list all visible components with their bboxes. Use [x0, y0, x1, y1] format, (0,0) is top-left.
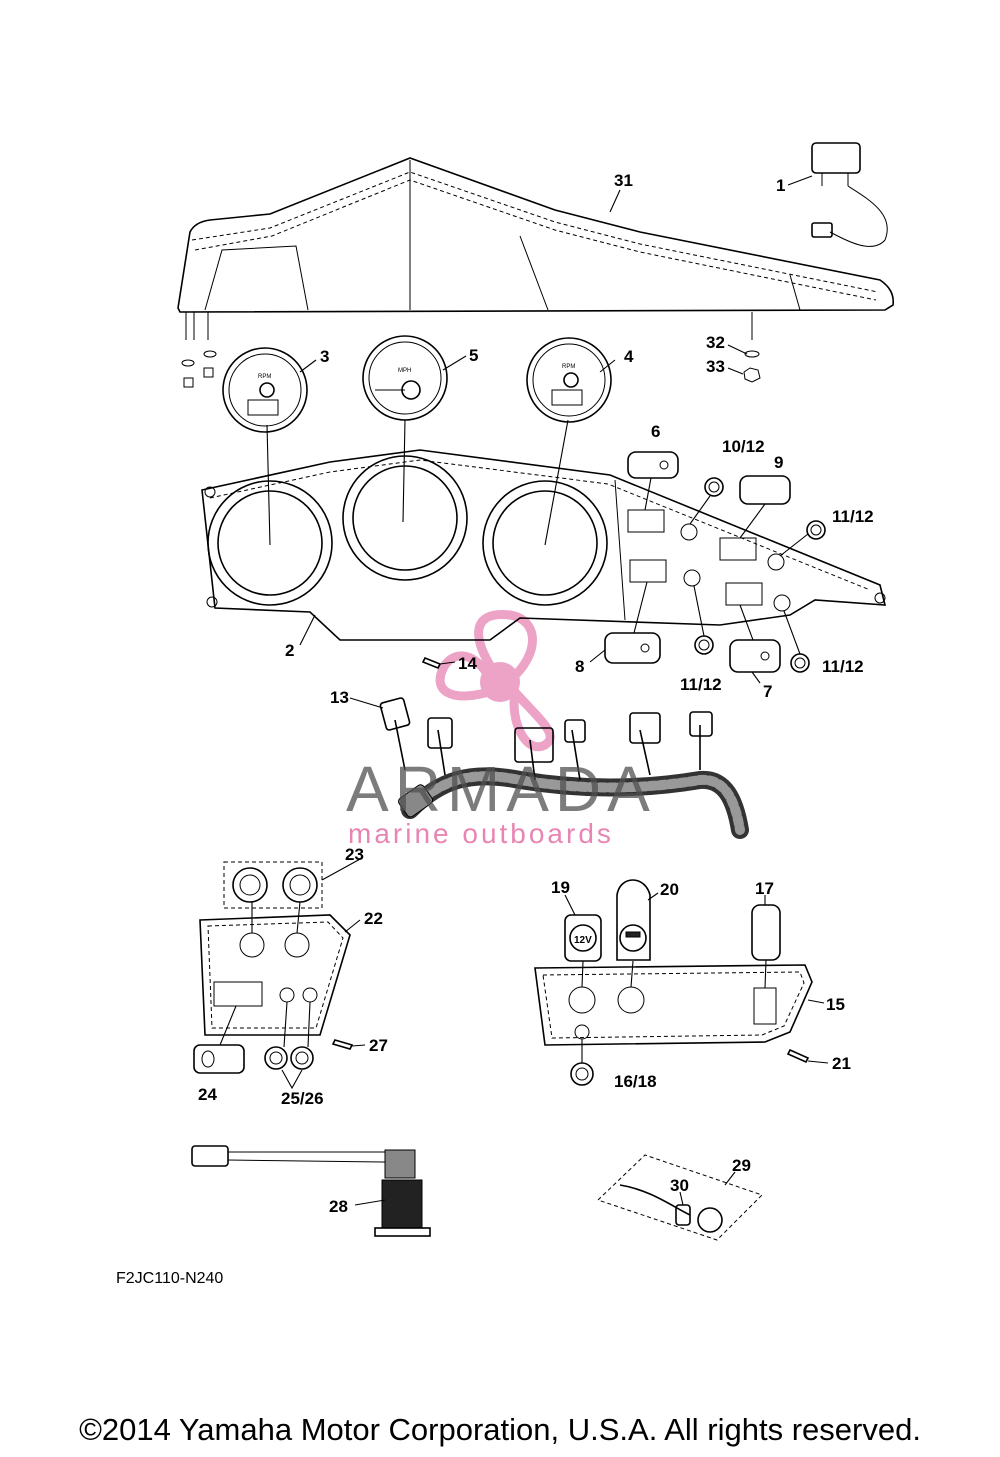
callout-32: 32: [706, 333, 725, 352]
tach-label-right: RPM: [562, 364, 575, 370]
callout-15: 15: [826, 995, 845, 1014]
screw-21: [786, 1048, 810, 1064]
depth-sensor-28: [191, 1145, 431, 1237]
outlet-label: 12V: [574, 935, 592, 946]
switch-6: [627, 451, 679, 479]
switch-7: [729, 639, 781, 673]
switch-9: [739, 475, 791, 505]
callout-29: 29: [732, 1156, 751, 1175]
callout-20: 20: [660, 880, 679, 899]
callout-labels: 1 2 3 4 5 6 7 8 9 10/12 11/12 11/12 11/1…: [198, 171, 874, 1216]
callout-16-18: 16/18: [614, 1072, 657, 1091]
diagram-code: F2JC110-N240: [116, 1270, 224, 1287]
callout-8: 8: [575, 657, 584, 676]
switch-17: [751, 904, 781, 961]
callout-11-12-b: 11/12: [680, 675, 722, 694]
callout-6: 6: [651, 422, 660, 441]
grommets-dash: [694, 477, 826, 673]
watermark-propeller-icon: [435, 609, 555, 752]
callout-leaders: [299, 175, 829, 1206]
callout-31: 31: [614, 171, 633, 190]
callout-33: 33: [706, 357, 725, 376]
console-cover: [177, 157, 895, 340]
wiring-harness: [379, 697, 749, 839]
callout-21: 21: [832, 1054, 851, 1073]
callout-22: 22: [364, 909, 383, 928]
watermark-brand-name: ARMADA: [346, 753, 656, 825]
callout-5: 5: [469, 346, 478, 365]
tach-label-left: RPM: [258, 374, 271, 380]
dash-panel: [201, 449, 887, 641]
tachometer-left: RPM: [222, 347, 308, 433]
speedo-label: MPH: [398, 368, 411, 374]
switch-8: [604, 632, 661, 664]
watermark-tagline: marine outboards: [348, 818, 614, 849]
callout-10-12: 10/12: [722, 437, 765, 456]
copyright-notice: ©2014 Yamaha Motor Corporation, U.S.A. A…: [79, 1412, 921, 1447]
callout-1: 1: [776, 176, 785, 195]
callout-11-12-a: 11/12: [832, 507, 874, 526]
callout-11-12-c: 11/12: [822, 657, 864, 676]
mount-hardware-left: [181, 350, 217, 388]
callout-9: 9: [774, 453, 783, 472]
callout-2: 2: [285, 641, 294, 660]
buzzer-part: [811, 142, 888, 247]
usb-outlet-20: [616, 879, 651, 961]
callout-7: 7: [763, 682, 772, 701]
side-panel-left: [199, 861, 351, 1036]
callout-27: 27: [369, 1036, 388, 1055]
tachometer-right: RPM: [526, 337, 612, 423]
outlet-12v: 12V: [564, 914, 602, 962]
callout-28: 28: [329, 1197, 348, 1216]
speedometer: MPH: [362, 335, 448, 421]
grommet-16-18: [570, 1062, 594, 1086]
callout-17: 17: [755, 879, 774, 898]
washer-nut-right: [743, 350, 761, 383]
screw-14: [421, 656, 442, 670]
screw-27: [331, 1039, 354, 1050]
callout-30: 30: [670, 1176, 689, 1195]
callout-14: 14: [458, 654, 477, 673]
callout-4: 4: [624, 347, 634, 366]
callout-24: 24: [198, 1085, 217, 1104]
callout-23: 23: [345, 845, 364, 864]
switch-24: [193, 1044, 245, 1074]
grommets-25-26: [264, 1046, 314, 1070]
callout-13: 13: [330, 688, 349, 707]
side-panel-right: [534, 964, 813, 1046]
callout-19: 19: [551, 878, 570, 897]
callout-25-26: 25/26: [281, 1089, 324, 1108]
callout-3: 3: [320, 347, 329, 366]
